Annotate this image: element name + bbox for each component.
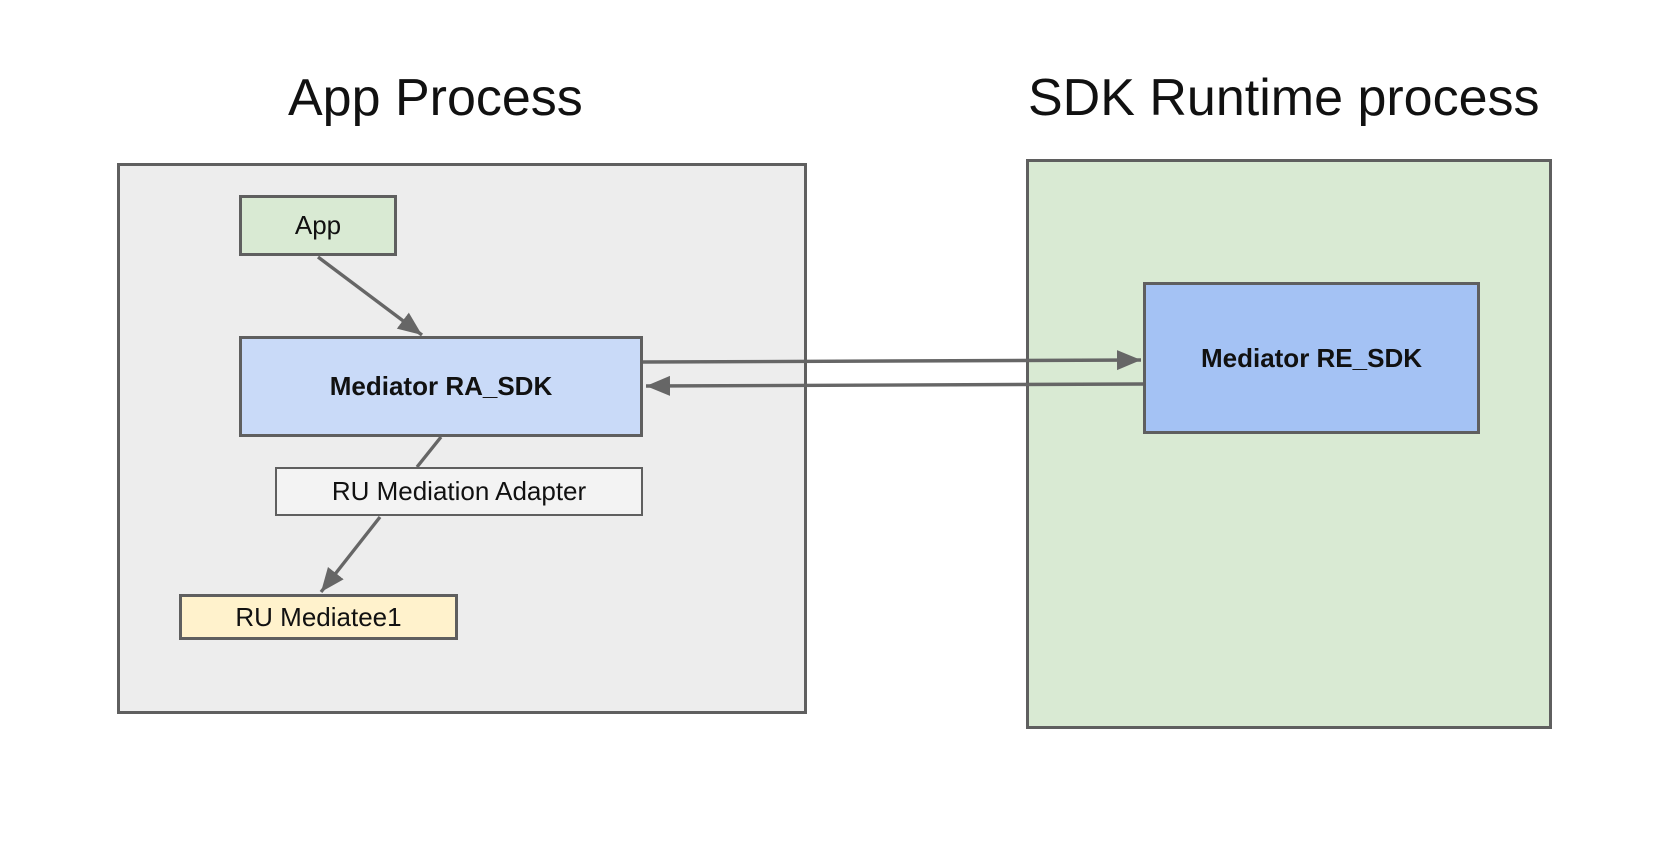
app-node-label: App — [294, 210, 342, 240]
mediator-re-sdk-label: Mediator RE_SDK — [1200, 342, 1423, 373]
ru-mediatee1-label: RU Mediatee1 — [235, 601, 402, 632]
mediator-ra-sdk-label: Mediator RA_SDK — [329, 371, 553, 401]
sdk-runtime-title: SDK Runtime process — [1028, 69, 1540, 127]
ru-mediation-adapter-node: RU Mediation Adapter — [275, 467, 643, 516]
app-node: App — [239, 195, 397, 256]
sdk-runtime-container — [1026, 159, 1552, 729]
ru-mediatee1-node: RU Mediatee1 — [179, 594, 458, 640]
mediator-re-sdk-node: Mediator RE_SDK — [1143, 282, 1480, 434]
mediator-ra-sdk-node: Mediator RA_SDK — [239, 336, 643, 437]
app-process-title: App Process — [288, 69, 583, 127]
ru-mediation-adapter-label: RU Mediation Adapter — [331, 476, 587, 506]
